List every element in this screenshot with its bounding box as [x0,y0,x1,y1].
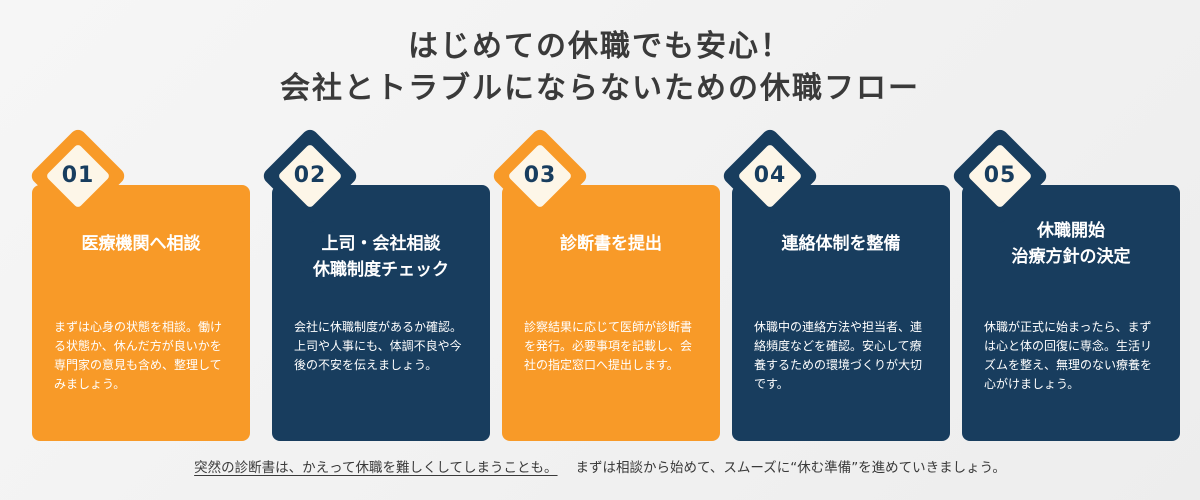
step-number: 02 [293,163,327,188]
step-title-line: 診断書を提出 [560,234,662,254]
step-title-line: 治療方針の決定 [1011,247,1131,267]
step-number-badge-1: 01 [28,126,128,226]
step-title: 医療機関へ相談 [32,231,250,257]
step-number-badge-5: 05 [950,126,1050,226]
step-description: 休職が正式に始まったら、まずは心と体の回復に専念。生活リズムを整え、無理のない療… [984,320,1153,391]
step-number: 04 [753,163,787,188]
step-description: 休職中の連絡方法や担当者、連絡頻度などを確認。安心して療養するための環境づくりが… [754,320,923,391]
step-number: 05 [983,163,1017,188]
page-title: はじめての休職でも安心！ 会社とトラブルにならないための休職フロー [0,26,1200,110]
step-title-line: 上司・会社相談 [321,234,441,254]
step-number: 01 [61,163,95,188]
step-card-5: 休職開始 治療方針の決定 休職が正式に始まったら、まずは心と体の回復に専念。生活… [962,185,1180,441]
step-card-3: 診断書を提出 診察結果に応じて医師が診断書を発行。必要事項を記載し、会社の指定窓… [502,185,720,441]
step-card-2: 上司・会社相談 休職制度チェック 会社に休職制度があるか確認。上司や人事にも、体… [272,185,490,441]
step-title-line: 休職制度チェック [313,260,449,280]
step-title-line: 医療機関へ相談 [81,234,201,254]
step-description: 診察結果に応じて医師が診断書を発行。必要事項を記載し、会社の指定窓口へ提出します… [524,320,693,372]
step-title: 診断書を提出 [502,231,720,257]
step-number-badge-3: 03 [490,126,590,226]
title-line-1: はじめての休職でも安心！ [408,29,792,64]
step-card-4: 連絡体制を整備 休職中の連絡方法や担当者、連絡頻度などを確認。安心して療養するた… [732,185,950,441]
step-number: 03 [523,163,557,188]
step-number-badge-4: 04 [720,126,820,226]
step-title-line: 連絡体制を整備 [781,234,901,254]
step-description: 会社に休職制度があるか確認。上司や人事にも、体調不良や今後の不安を伝えましょう。 [294,320,463,372]
footer-text: まずは相談から始めて、スムーズに“休む準備”を進めていきましょう。 [575,460,1006,476]
step-title: 休職開始 治療方針の決定 [962,218,1180,270]
step-title-line: 休職開始 [1037,221,1105,241]
footer-note: 突然の診断書は、かえって休職を難しくしてしまうことも。 まずは相談から始めて、スム… [0,456,1200,476]
footer-underlined-text: 突然の診断書は、かえって休職を難しくしてしまうことも。 [194,460,558,476]
step-title: 連絡体制を整備 [732,231,950,257]
step-number-badge-2: 02 [260,126,360,226]
step-description: まずは心身の状態を相談。働ける状態か、休んだ方が良いかを専門家の意見も含め、整理… [54,320,223,391]
step-card-1: 医療機関へ相談 まずは心身の状態を相談。働ける状態か、休んだ方が良いかを専門家の… [32,185,250,441]
title-line-2: 会社とトラブルにならないための休職フロー [280,71,920,106]
step-title: 上司・会社相談 休職制度チェック [272,231,490,283]
